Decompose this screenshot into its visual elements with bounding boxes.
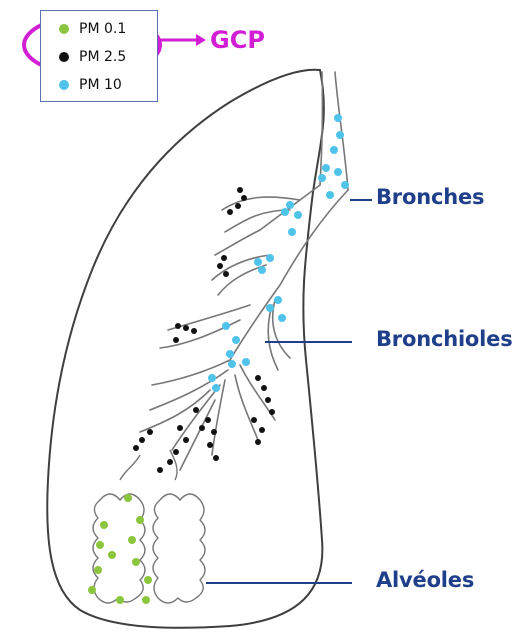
gcp-arrowhead: [196, 34, 206, 46]
legend-item-pm10: PM 10: [59, 75, 122, 95]
label-bronches: Bronches: [376, 185, 484, 209]
legend-label-pm01: PM 0.1: [79, 21, 126, 37]
pm10-dot-icon: [59, 80, 69, 90]
legend-item-pm25: PM 2.5: [59, 47, 126, 67]
legend-label-pm10: PM 10: [79, 77, 122, 93]
gcp-label: GCP: [210, 26, 265, 54]
pm25-dot-icon: [59, 52, 69, 62]
pm01-dot-icon: [59, 24, 69, 34]
label-alveoles: Alvéoles: [376, 568, 474, 592]
label-bronchioles: Bronchioles: [376, 327, 513, 351]
legend-label-pm25: PM 2.5: [79, 49, 126, 65]
legend-item-pm01: PM 0.1: [59, 19, 126, 39]
legend: PM 0.1 PM 2.5 PM 10: [40, 10, 158, 102]
